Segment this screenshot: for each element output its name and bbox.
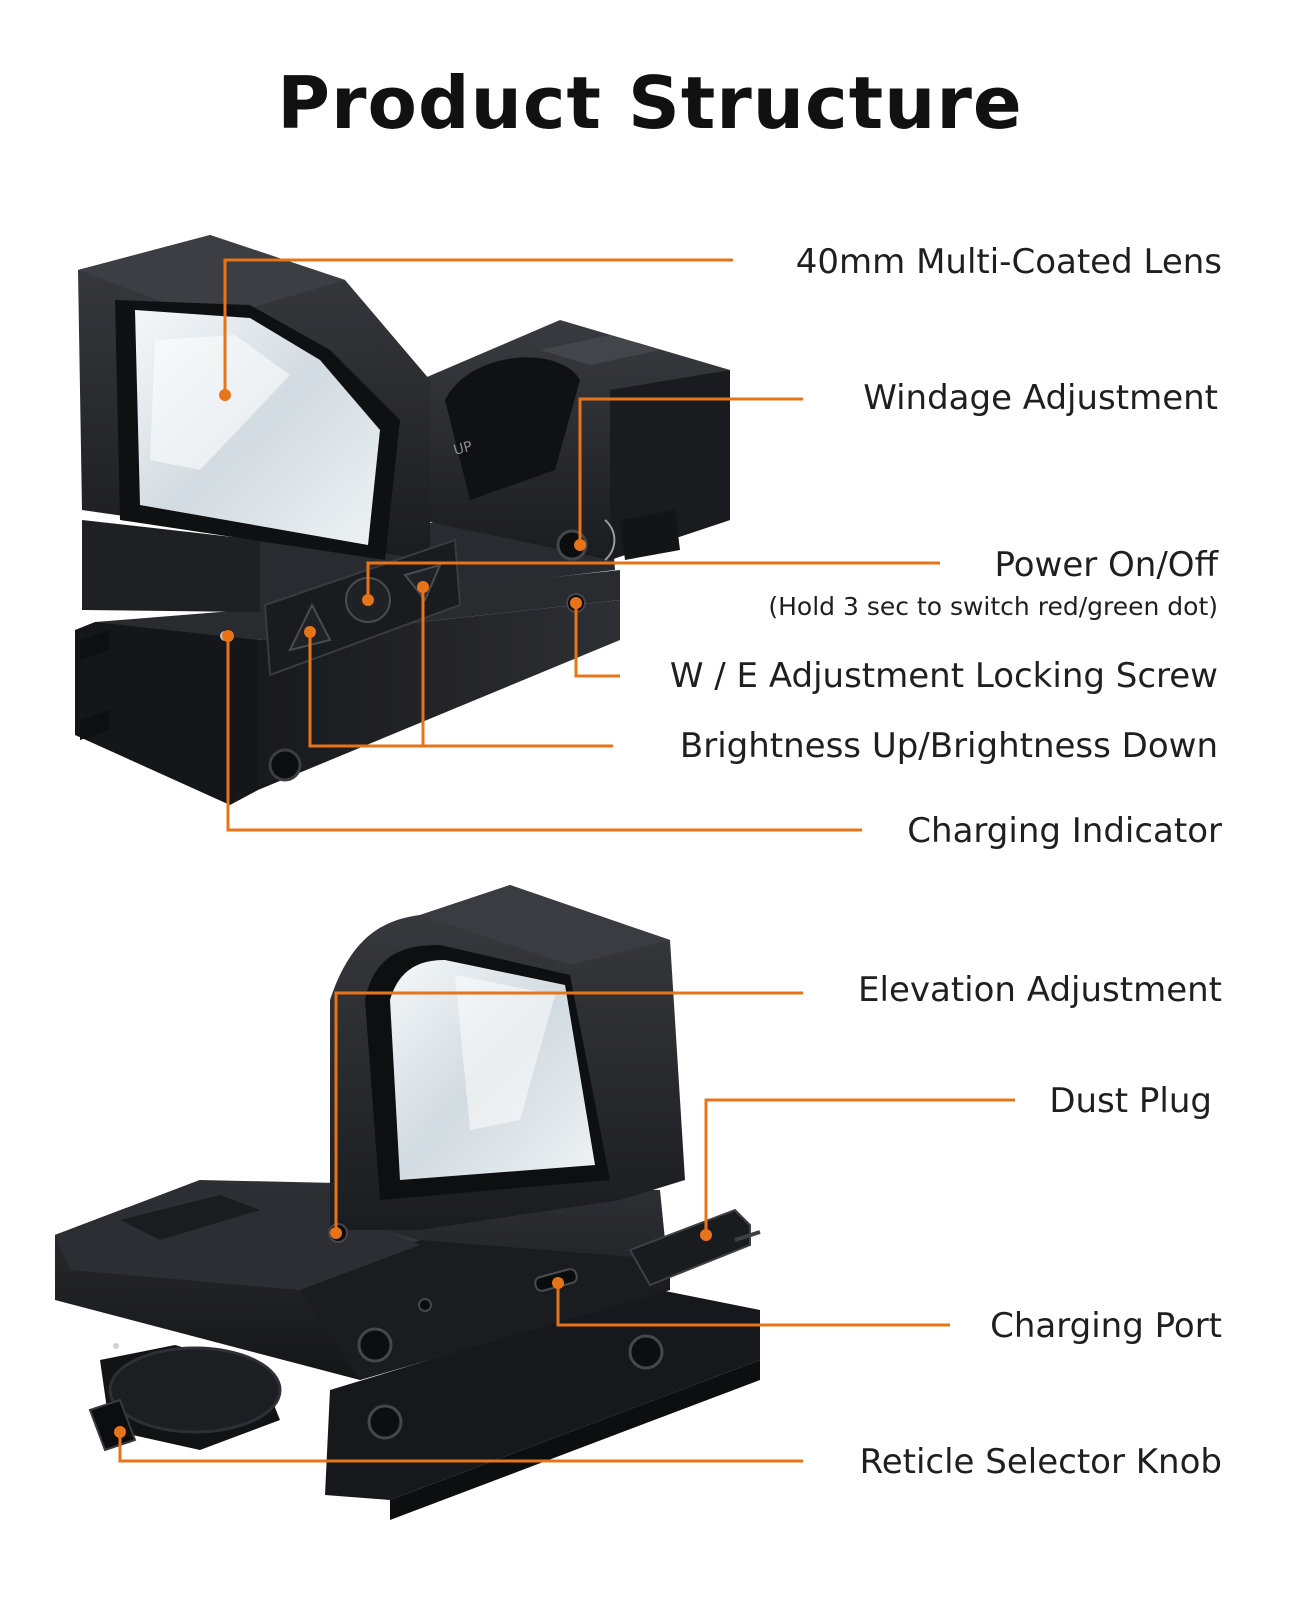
label-charging-port: Charging Port <box>990 1306 1222 1346</box>
bottom-sight-illustration <box>55 885 761 1520</box>
rail-screw-icon <box>367 1404 403 1440</box>
label-windage-adjustment: Windage Adjustment <box>863 378 1218 418</box>
base-screw-icon <box>268 748 302 782</box>
label-locking-screw: W / E Adjustment Locking Screw <box>669 656 1218 696</box>
label-elevation-adjustment: Elevation Adjustment <box>858 970 1222 1010</box>
label-multi-coated-lens: 40mm Multi-Coated Lens <box>795 242 1222 282</box>
label-brightness: Brightness Up/Brightness Down <box>679 726 1218 766</box>
up-engraving: UP <box>452 439 474 459</box>
label-charging-indicator: Charging Indicator <box>907 811 1222 851</box>
top-sight-illustration: UP <box>75 235 730 805</box>
rail-screw-icon <box>628 1334 664 1370</box>
reticle-knob-icon <box>88 1398 137 1452</box>
label-hold-note: (Hold 3 sec to switch red/green dot) <box>768 592 1218 621</box>
callout-lines <box>118 258 1015 1463</box>
label-dust-plug: Dust Plug <box>1049 1081 1212 1121</box>
callout-dots <box>114 389 712 1438</box>
label-reticle-selector-knob: Reticle Selector Knob <box>859 1442 1222 1482</box>
label-power-on-off: Power On/Off <box>994 545 1218 585</box>
page-title: Product Structure <box>277 61 1023 145</box>
